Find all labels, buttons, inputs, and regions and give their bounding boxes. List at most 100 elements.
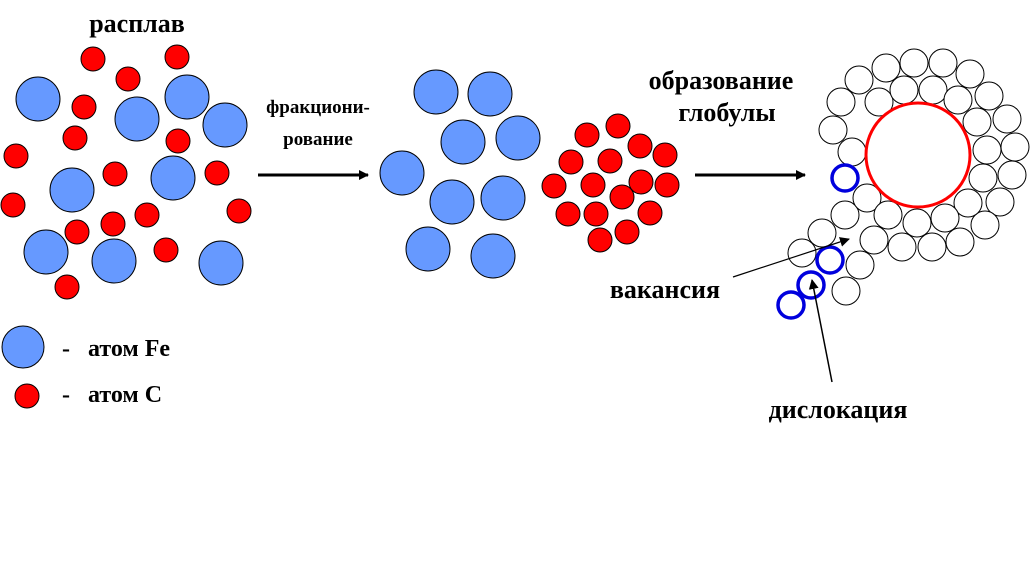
c-atom [62, 125, 88, 151]
lattice-atom [918, 75, 948, 105]
lattice-atom [968, 163, 998, 193]
vacancy-label: вакансия [610, 275, 720, 304]
fe-atom [495, 115, 541, 161]
fe-atom [470, 233, 516, 279]
melt-atoms [0, 44, 252, 300]
c-atom [64, 219, 90, 245]
fe-atom [379, 150, 425, 196]
lattice-atom [928, 48, 958, 78]
c-atom [71, 94, 97, 120]
legend: - атом Fe - атом C [1, 325, 170, 409]
c-atom [541, 173, 567, 199]
fe-atom [198, 240, 244, 286]
c-atom [153, 237, 179, 263]
c-atom [54, 274, 80, 300]
vacancy-pointer [732, 237, 850, 278]
lattice-atom [826, 87, 856, 117]
c-atom [134, 202, 160, 228]
legend-dash: - [62, 336, 70, 362]
defect-atom [776, 290, 806, 320]
melt-label: расплав [89, 9, 185, 38]
lattice-atom [945, 227, 975, 257]
c-atom [115, 66, 141, 92]
c-atom [637, 200, 663, 226]
fe-atom [440, 119, 486, 165]
c-atom [204, 160, 230, 186]
c-atom [100, 211, 126, 237]
c-atom [609, 184, 635, 210]
lattice-atom [871, 53, 901, 83]
dislocation-pointer [808, 279, 833, 383]
c-atom [574, 122, 600, 148]
globule-label-1: образование [649, 66, 794, 95]
legend-fe-label: атом Fe [88, 336, 170, 362]
c-atom [583, 201, 609, 227]
fe-atom [150, 155, 196, 201]
fractionation-label-1: фракциони- [266, 97, 370, 118]
c-atom [3, 143, 29, 169]
fe-atom [405, 226, 451, 272]
c-atom [587, 227, 613, 253]
lattice-atom [970, 210, 1000, 240]
globule-structure [776, 48, 1030, 320]
c-atom [628, 169, 654, 195]
dislocation-label: дислокация [769, 395, 908, 424]
defect-atom [830, 163, 860, 193]
lattice-atom [830, 200, 860, 230]
fe-atom [480, 175, 526, 221]
lattice-atom [837, 137, 867, 167]
lattice-atom [887, 232, 917, 262]
fe-atom [49, 167, 95, 213]
lattice-atom [864, 87, 894, 117]
lattice-atom [787, 238, 817, 268]
lattice-atom [845, 250, 875, 280]
fractionated-atoms [379, 69, 680, 279]
lattice-atom [974, 81, 1004, 111]
c-atom [558, 149, 584, 175]
c-atom [614, 219, 640, 245]
globule-core [864, 101, 972, 209]
fe-atom [23, 229, 69, 275]
lattice-atom [943, 85, 973, 115]
c-atom [580, 172, 606, 198]
lattice-atom [1000, 132, 1030, 162]
lattice-atom [917, 232, 947, 262]
fe-atom [467, 71, 513, 117]
c-atom [226, 198, 252, 224]
lattice-atom [953, 188, 983, 218]
c-atom [0, 192, 26, 218]
fe-atom [413, 69, 459, 115]
lattice-atom [831, 276, 861, 306]
globule-label-2: глобулы [678, 98, 775, 127]
lattice-atom [997, 160, 1027, 190]
fe-atom [114, 96, 160, 142]
lattice-atom [844, 65, 874, 95]
c-atom [164, 44, 190, 70]
lattice-atom [852, 183, 882, 213]
lattice-atom [985, 187, 1015, 217]
lattice-atom [930, 203, 960, 233]
fe-atom [91, 238, 137, 284]
fe-atom [164, 74, 210, 120]
lattice-atom [807, 218, 837, 248]
lattice-atom [873, 200, 903, 230]
legend-c-atom-icon [14, 383, 40, 409]
lattice-atom [972, 135, 1002, 165]
c-atom [654, 172, 680, 198]
c-atom [102, 161, 128, 187]
legend-dash: - [62, 382, 70, 408]
fe-atom [429, 179, 475, 225]
c-atom [597, 148, 623, 174]
lattice-atom [992, 104, 1022, 134]
lattice-atom [902, 208, 932, 238]
c-atom [627, 133, 653, 159]
legend-fe-atom-icon [1, 325, 45, 369]
lattice-atom [955, 59, 985, 89]
c-atom [555, 201, 581, 227]
lattice-atom [962, 107, 992, 137]
c-atom [165, 128, 191, 154]
defect-atom [796, 270, 826, 300]
c-atom [605, 113, 631, 139]
lattice-atom [859, 225, 889, 255]
